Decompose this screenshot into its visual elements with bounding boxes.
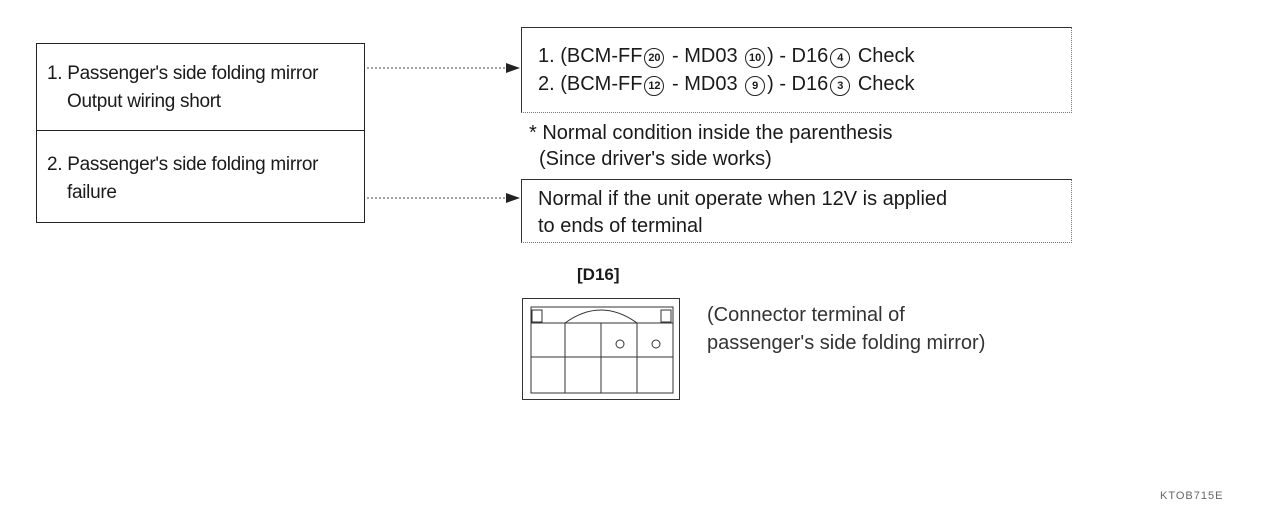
connector-desc-line2: passenger's side folding mirror) (707, 332, 986, 354)
pin-circle: 4 (830, 48, 851, 68)
cause-box: 1. Passenger's side folding mirror Outpu… (36, 43, 365, 223)
note-line1: * Normal condition inside the parenthesi… (529, 122, 893, 144)
cause-2-line1: 2. Passenger's side folding mirror (47, 154, 319, 175)
cause-1-line1: 1. Passenger's side folding mirror (47, 63, 319, 84)
check-1-mid: - MD03 (666, 45, 738, 67)
check-1-suffix: ) - D16 (767, 45, 829, 67)
pin-circle: 10 (745, 48, 766, 68)
connector-label: [D16] (577, 265, 620, 284)
check-1-prefix: 1. (BCM-FF (538, 45, 643, 67)
connector-desc-line1: (Connector terminal of (707, 304, 905, 326)
pin-circle: 20 (644, 48, 665, 68)
connector-diagram (522, 298, 680, 400)
cause-divider (37, 130, 364, 131)
connector-description: (Connector terminal of passenger's side … (707, 301, 985, 357)
result-text: Normal if the unit operate when 12V is a… (538, 186, 947, 240)
result-box: Normal if the unit operate when 12V is a… (521, 179, 1072, 243)
pin-circle: 12 (644, 76, 665, 96)
check-1-action: Check (857, 45, 915, 67)
connector-icon (530, 306, 674, 394)
check-2-suffix: ) - D16 (767, 73, 829, 95)
cause-2: 2. Passenger's side folding mirror failu… (47, 151, 318, 207)
check-2-prefix: 2. (BCM-FF (538, 73, 643, 95)
figure-code: KTOB715E (1160, 490, 1224, 502)
check-2-action: Check (857, 73, 915, 95)
pin-circle: 3 (830, 76, 851, 96)
note: * Normal condition inside the parenthesi… (529, 120, 893, 172)
pin-circle: 9 (745, 76, 766, 96)
cause-1-line2: Output wiring short (67, 91, 221, 112)
result-line1: Normal if the unit operate when 12V is a… (538, 188, 948, 210)
note-line2: (Since driver's side works) (539, 148, 772, 170)
result-line2: to ends of terminal (538, 215, 703, 237)
cause-1: 1. Passenger's side folding mirror Outpu… (47, 60, 318, 116)
check-2-mid: - MD03 (666, 73, 738, 95)
cause-2-line2: failure (67, 182, 117, 203)
